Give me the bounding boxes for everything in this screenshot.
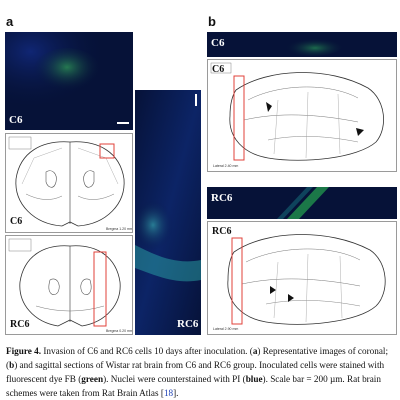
scale-bar-vertical (195, 94, 197, 106)
caption-text-7: ]. (173, 388, 179, 398)
scheme-sagittal-rc6: RC6 Lateral 2.90 mm (207, 221, 397, 335)
micrograph-label-c6: C6 (9, 114, 23, 126)
scheme-label-c6-sagittal: C6 (212, 64, 225, 75)
caption-text-4: ) and sagittal sections of Wistar rat br… (6, 360, 385, 384)
micrograph-sagittal-c6: C6 (207, 32, 397, 57)
micrograph-label-rc6-tall: RC6 (177, 318, 199, 330)
caption-green: green (81, 374, 104, 384)
panel-letter-a: a (6, 14, 14, 29)
caption-text-1: Invasion of C6 and RC6 cells 10 days aft… (41, 346, 253, 356)
caption-text-2: ) Representative images of coronal; (257, 346, 389, 356)
figure-number: Figure 4. (6, 346, 42, 356)
caption-text-6: ). Scale bar = 200 µm. Rat brain schemes… (6, 374, 381, 398)
micrograph-coronal-c6-texture (5, 32, 133, 130)
scheme-coronal-c6: C6 Bregma 1.20 mm (5, 133, 133, 233)
micrograph-sagittal-rc6: RC6 (207, 187, 397, 219)
caption-text-3: ( (6, 360, 10, 370)
micrograph-coronal-c6: C6 (5, 32, 133, 130)
coronal-brain-outline-rc6 (8, 238, 121, 327)
lateral-note-rc6: Lateral 2.90 mm (213, 327, 239, 331)
sagittal-brain-outline-c6 (210, 62, 384, 161)
caption-blue: blue (245, 374, 263, 384)
micrograph-sagittal-c6-texture (207, 32, 397, 57)
scheme-sagittal-c6: C6 Lateral 2.40 mm (207, 59, 397, 172)
sagittal-brain-outline-rc6 (227, 234, 386, 325)
panel-letter-b: b (208, 14, 216, 29)
scheme-coronal-rc6: RC6 Bregma 0.20 mm (5, 235, 133, 335)
micrograph-label-c6-sagittal: C6 (211, 37, 225, 49)
lateral-note-c6: Lateral 2.40 mm (213, 164, 239, 168)
reference-link[interactable]: 18 (163, 388, 174, 398)
micrograph-coronal-rc6-texture (135, 90, 201, 335)
bregma-note-rc6: Bregma 0.20 mm (106, 329, 133, 333)
caption-bold-b: b (9, 360, 15, 370)
scale-bar (117, 122, 129, 124)
scheme-label-c6-coronal: C6 (10, 216, 23, 227)
figure-caption: Figure 4. Invasion of C6 and RC6 cells 1… (6, 344, 396, 400)
micrograph-sagittal-rc6-texture (207, 187, 397, 219)
micrograph-coronal-rc6: RC6 (135, 90, 201, 335)
caption-text-5: ). Nuclei were counterstained with PI ( (103, 374, 246, 384)
micrograph-label-rc6-sagittal: RC6 (211, 192, 233, 204)
coronal-brain-outline-c6 (8, 136, 125, 227)
scheme-label-rc6-coronal: RC6 (10, 319, 30, 330)
caption-bold-a: a (252, 346, 258, 356)
scheme-label-rc6-sagittal: RC6 (212, 226, 232, 237)
bregma-note-c6: Bregma 1.20 mm (106, 227, 133, 231)
